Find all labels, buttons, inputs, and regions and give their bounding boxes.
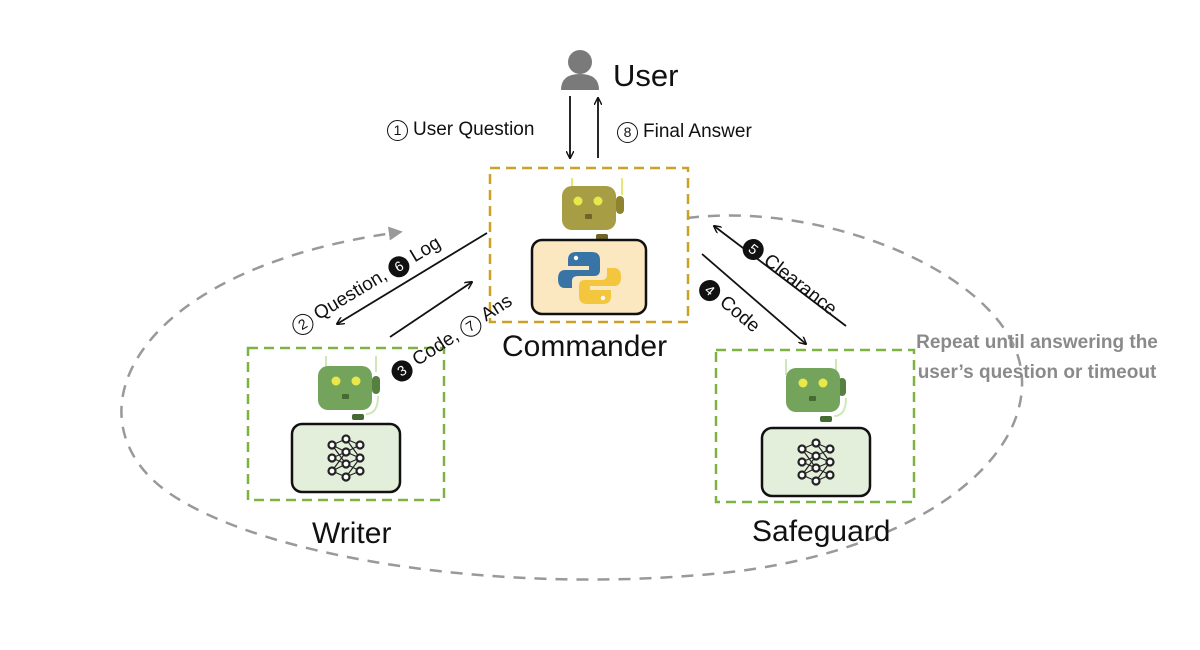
arrow-code-ans [389,282,472,338]
user-label: User [613,58,679,93]
writer-robot-icon [318,356,380,420]
safeguard-robot-icon [785,359,847,422]
repeat-note: Repeat until answering the user’s questi… [916,332,1158,383]
writer-panel [290,422,402,494]
arrow-question-log [337,232,488,324]
writer-box [246,346,446,502]
safeguard-label: Safeguard [752,515,891,548]
step-text: User Question [413,119,535,140]
loop-path [120,214,1024,581]
step-8-label: 8 Final Answer [617,121,752,143]
person-icon [561,50,599,90]
arrow-code [701,253,806,344]
repeat-loop [120,214,1024,581]
writer-label: Writer [312,517,392,550]
step-1-label: 1 User Question [387,119,534,141]
commander-panel [530,238,648,316]
commander-box [488,166,690,324]
commander-robot-icon [562,178,624,240]
commander-label: Commander [502,330,668,363]
step-number: 1 [387,119,408,141]
step-number: 8 [617,121,638,143]
safeguard-panel [760,426,872,498]
safeguard-box [714,348,916,504]
step-text: Final Answer [643,121,752,142]
arrow-clearance [714,226,847,327]
python-logo-icon [558,252,621,304]
